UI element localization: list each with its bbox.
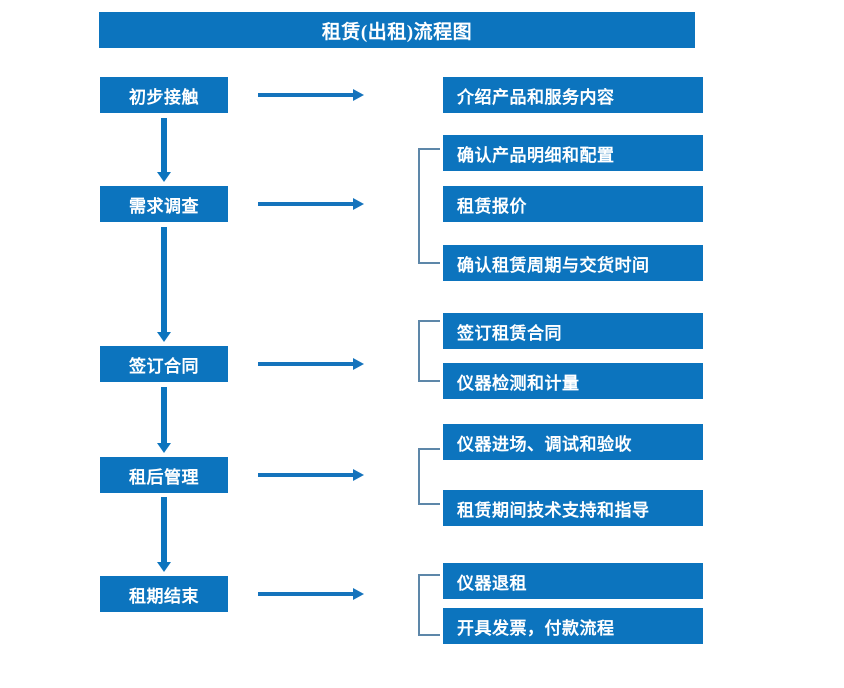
- right-arrow-icon-5: [258, 588, 364, 600]
- down-arrow-icon-4: [157, 497, 171, 572]
- group-bracket-icon-4: [418, 448, 440, 505]
- down-arrow-icon-2: [157, 227, 171, 342]
- detail-box-sign-rental-contract[interactable]: 签订租赁合同: [443, 313, 703, 349]
- group-bracket-icon-5: [418, 574, 440, 636]
- detail-box-confirm-rental-period[interactable]: 确认租赁周期与交货时间: [443, 245, 703, 281]
- stage-box-lease-end[interactable]: 租期结束: [100, 576, 228, 612]
- right-arrow-icon-2: [258, 198, 364, 210]
- detail-box-introduce-products[interactable]: 介绍产品和服务内容: [443, 77, 703, 113]
- stage-box-requirement-survey[interactable]: 需求调查: [100, 186, 228, 222]
- detail-box-instrument-entry-commissioning[interactable]: 仪器进场、调试和验收: [443, 424, 703, 460]
- down-arrow-icon-1: [157, 118, 171, 182]
- group-bracket-icon-2: [418, 148, 440, 264]
- stage-box-initial-contact[interactable]: 初步接触: [100, 77, 228, 113]
- group-bracket-icon-3: [418, 320, 440, 382]
- detail-box-instrument-return[interactable]: 仪器退租: [443, 563, 703, 599]
- right-arrow-icon-4: [258, 469, 364, 481]
- page-title: 租赁(出租)流程图: [99, 12, 695, 48]
- detail-box-confirm-product-details[interactable]: 确认产品明细和配置: [443, 135, 703, 171]
- detail-box-rental-quotation[interactable]: 租赁报价: [443, 186, 703, 222]
- detail-box-instrument-inspection[interactable]: 仪器检测和计量: [443, 363, 703, 399]
- stage-box-post-rental-management[interactable]: 租后管理: [100, 457, 228, 493]
- stage-box-sign-contract[interactable]: 签订合同: [100, 346, 228, 382]
- detail-box-invoice-payment[interactable]: 开具发票，付款流程: [443, 608, 703, 644]
- right-arrow-icon-3: [258, 358, 364, 370]
- detail-box-technical-support[interactable]: 租赁期间技术支持和指导: [443, 490, 703, 526]
- down-arrow-icon-3: [157, 387, 171, 453]
- right-arrow-icon-1: [258, 89, 364, 101]
